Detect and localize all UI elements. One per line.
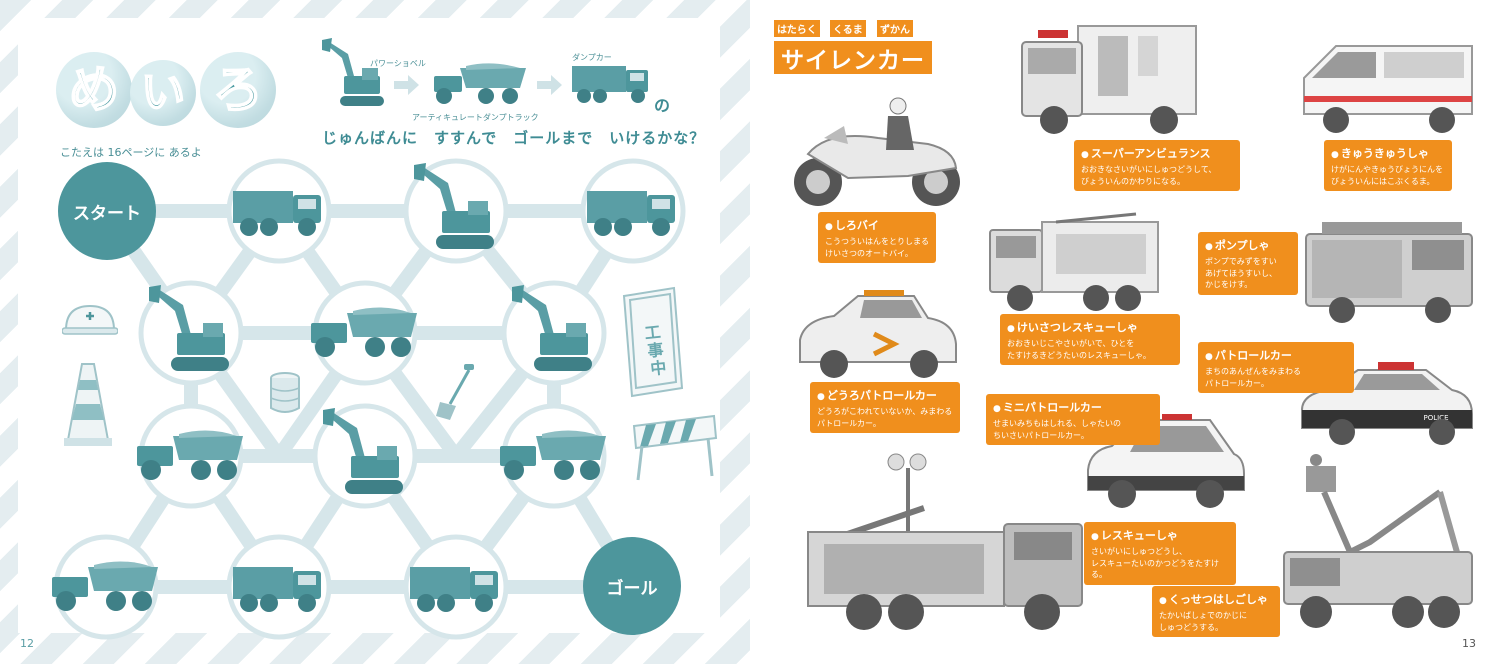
maze-paths: [99, 204, 640, 594]
vehicle-desc: けがにんやきゅうびょうにんを びょういんにはこぶくるま。: [1331, 165, 1443, 186]
vehicle-name: レスキューしゃ: [1091, 527, 1229, 543]
maze-page: め い ろ こたえは 16ページに あるよ パワーショベル: [0, 0, 750, 664]
vehicle-name: ポンプしゃ: [1205, 237, 1291, 253]
label-super-ambulance: スーパーアンビュランス おおきなさいがいにしゅつどうして、 びょういんのかわりに…: [1074, 140, 1240, 192]
particle-no: の: [654, 96, 671, 115]
vehicle-desc: どうろがこわれていないか、みまわる パトロールカー。: [817, 407, 953, 428]
page-number-left: 12: [20, 637, 34, 650]
label-police-rescue: けいさつレスキューしゃ おおきいじこやさいがいで、ひとを たすけるきどうたいのレ…: [1000, 314, 1180, 366]
label-rescue-truck: レスキューしゃ さいがいにしゅつどうし、 レスキューたいのかつどうをたすける。: [1084, 522, 1236, 585]
title-bubble-3: ろ: [200, 52, 276, 128]
sign-text-char-1: 工: [644, 322, 662, 343]
rescue-truck-photo: [807, 453, 1083, 630]
vehicle-desc: おおきいじこやさいがいで、ひとを たすけるきどうたいのレスキューしゃ。: [1007, 339, 1151, 360]
vehicle-name: きゅうきゅうしゃ: [1331, 145, 1445, 161]
vehicle-name: どうろパトロールカー: [817, 387, 953, 403]
drum-icon: [270, 372, 300, 413]
label-road-patrol: どうろパトロールカー どうろがこわれていないか、みまわる パトロールカー。: [810, 382, 960, 434]
maze-graph: [52, 158, 686, 640]
aerial-ladder-truck-photo: [1283, 454, 1473, 628]
pump-truck-photo: [1305, 222, 1473, 323]
series-tag-1: はたらく: [774, 20, 820, 37]
start-node: スタート: [58, 162, 156, 260]
super-ambulance-photo: [1021, 25, 1197, 134]
vehicle-name: しろバイ: [825, 217, 929, 233]
label-pump-truck: ポンプしゃ ポンプでみずをすい あげてほうすいし、 かじをけす。: [1198, 232, 1298, 295]
label-mini-patrol: ミニパトロールカー せまいみちもはしれる、しゃたいの ちいさいパトロールカー。: [986, 394, 1160, 446]
excavator-icon: [322, 38, 384, 106]
barrier-icon: [632, 414, 718, 481]
traffic-cone-icon: [64, 363, 112, 446]
page-title: サイレンカー: [774, 41, 932, 74]
police-rescue-truck-photo: [989, 212, 1159, 311]
title-bubble-1: め: [56, 52, 132, 128]
siren-car-page: はたらく くるま ずかん サイレンカー: [750, 0, 1500, 664]
answer-note: こたえは 16ページに あるよ: [60, 146, 202, 159]
title-char-3: ろ: [212, 61, 264, 119]
vehicle-desc: おおきなさいがいにしゅつどうして、 びょういんのかわりになる。: [1081, 165, 1217, 186]
vehicle-desc: こうつういはんをとりしまる けいさつのオートバイ。: [825, 237, 929, 258]
police-marking: POLICE: [1423, 414, 1448, 422]
ambulance-photo: [1303, 45, 1473, 133]
dump-truck-icon: [572, 66, 648, 103]
page-number-right: 13: [1462, 637, 1476, 650]
label-dump-truck: ダンプカー: [572, 53, 612, 62]
vehicle-desc: たかいばしょでのかじに しゅつどうする。: [1159, 611, 1247, 632]
label-ladder-truck: くっせつはしごしゃ たかいばしょでのかじに しゅつどうする。: [1152, 586, 1280, 638]
label-power-shovel: パワーショベル: [370, 59, 426, 68]
label-patrol-car: パトロールカー まちのあんぜんをみまわる パトロールカー。: [1198, 342, 1354, 394]
road-patrol-car-photo: [799, 290, 957, 378]
title-bubble-2: い: [130, 60, 196, 126]
arrow-right-icon: [537, 75, 562, 95]
vehicle-desc: まちのあんぜんをみまわる パトロールカー。: [1205, 367, 1301, 388]
series-tag-3: ずかん: [877, 20, 913, 37]
vehicle-desc: せまいみちもはしれる、しゃたいの ちいさいパトロールカー。: [993, 419, 1121, 440]
title-char-2: い: [140, 67, 186, 118]
vehicle-name: けいさつレスキューしゃ: [1007, 319, 1173, 335]
sign-text-char-2: 事: [647, 340, 665, 361]
label-shirobai: しろバイ こうつういはんをとりしまる けいさつのオートバイ。: [818, 212, 936, 264]
maze-question: じゅんばんに すすんで ゴールまで いけるかな？: [322, 129, 706, 147]
vehicle-desc: ポンプでみずをすい あげてほうすいし、 かじをけす。: [1205, 257, 1277, 290]
vehicle-name: スーパーアンビュランス: [1081, 145, 1233, 161]
vehicle-name: ミニパトロールカー: [993, 399, 1153, 415]
series-tag-2: くるま: [830, 20, 866, 37]
goal-node: ゴール: [583, 537, 681, 635]
arrow-right-icon: [394, 75, 419, 95]
construction-sign-icon: 工 事 中: [622, 286, 684, 398]
articulated-dump-icon: [434, 63, 526, 104]
sign-text-char-3: 中: [649, 358, 667, 379]
vehicle-desc: さいがいにしゅつどうし、 レスキューたいのかつどうをたすける。: [1091, 547, 1219, 580]
police-motorcycle-photo: [794, 97, 960, 206]
vehicle-name: くっせつはしごしゃ: [1159, 591, 1273, 607]
helmet-icon: [62, 304, 118, 335]
title-char-1: め: [68, 61, 120, 119]
shovel-icon: [436, 364, 474, 420]
vehicle-name: パトロールカー: [1205, 347, 1347, 363]
label-articulated-dump: アーティキュレートダンプトラック: [412, 113, 539, 122]
label-ambulance: きゅうきゅうしゃ けがにんやきゅうびょうにんを びょういんにはこぶくるま。: [1324, 140, 1452, 192]
